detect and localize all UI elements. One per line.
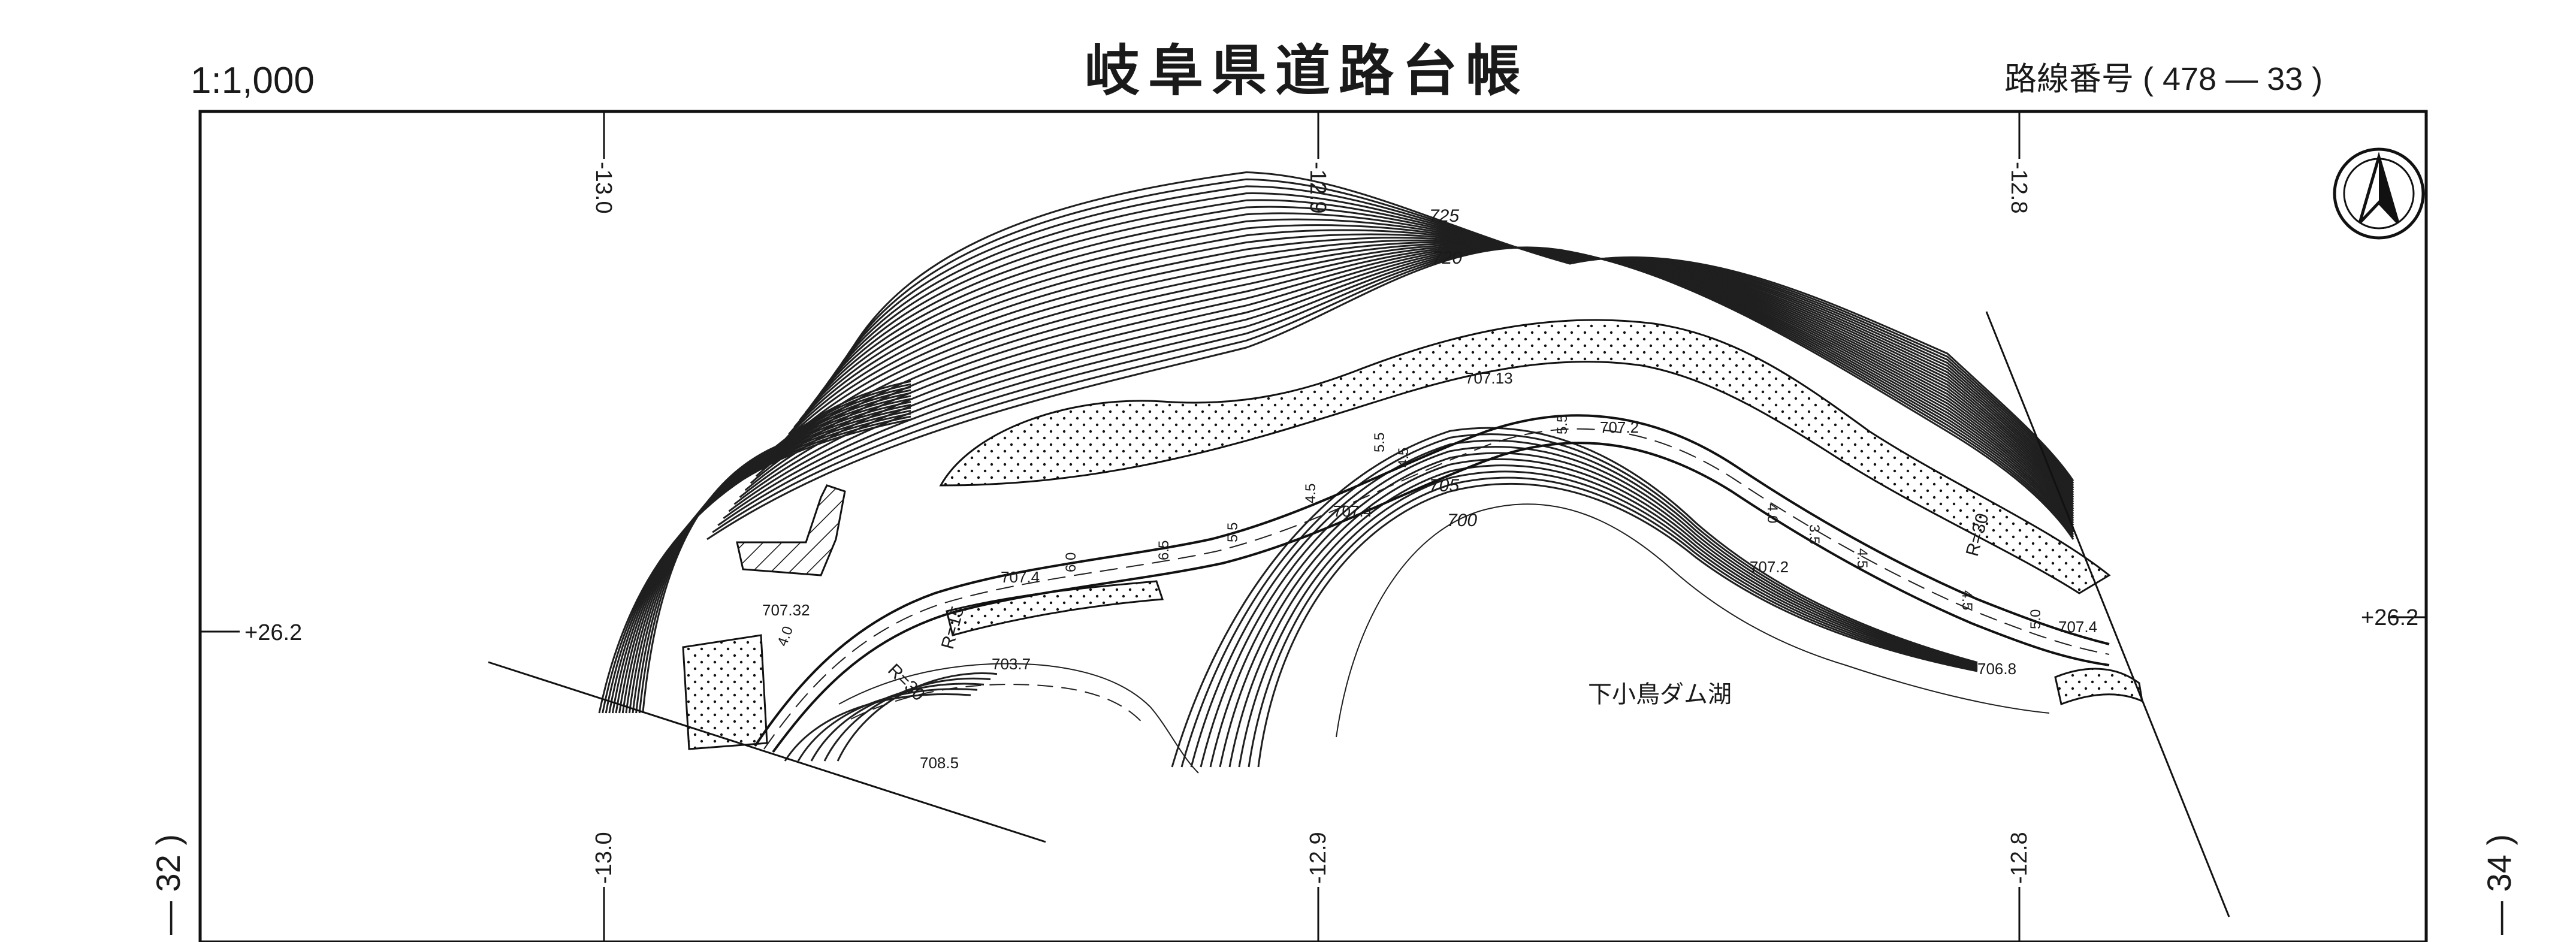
contour-line: [1180, 433, 1978, 768]
contour-line: [842, 171, 2074, 482]
width-label: 3.5: [1806, 524, 1822, 544]
grid-label-bottom-3: -12.8: [2007, 832, 2032, 884]
spot-height: 707.13: [1465, 369, 1513, 387]
contour-line: [1171, 427, 1978, 768]
boundary-line-left: [488, 661, 1046, 843]
adjacent-sheet-left: — 32 ): [149, 834, 187, 935]
slope-area-right: [2054, 668, 2143, 706]
contour-line: [1190, 439, 1978, 768]
contour-line: [1228, 464, 1978, 768]
contour-line: [632, 389, 911, 714]
width-label: 6.5: [1156, 541, 1172, 560]
width-label: 5.5: [1554, 415, 1571, 434]
slope-area-upper: [939, 319, 2111, 594]
spot-height: 707.2: [1750, 558, 1789, 576]
contour-line: [1248, 476, 1978, 768]
route-number-label: 路線番号 ( 478 — 33 ): [2004, 61, 2323, 97]
boundary-line-right: [1985, 311, 2230, 917]
width-label: 4.5: [1854, 548, 1870, 568]
width-label: 4.5: [1303, 484, 1319, 503]
spot-height: 706.8: [1977, 660, 2016, 678]
spot-height: 707.32: [762, 601, 810, 619]
contour-line: [1238, 470, 1978, 768]
contour-line: [836, 672, 998, 762]
sheet-title: 岐阜県道路台帳: [1085, 41, 1529, 102]
contour-label: 720: [1432, 248, 1462, 268]
spot-height: 708.5: [920, 754, 959, 772]
width-label: 5.5: [1225, 523, 1241, 542]
width-label: 6.0: [1063, 552, 1079, 572]
north-arrow-icon: [2333, 147, 2425, 240]
slope-area-left: [682, 634, 768, 750]
contour-label: 705: [1429, 476, 1459, 496]
grid-label-bottom-1: -13.0: [591, 832, 617, 884]
width-label: 4.5: [1396, 448, 1412, 467]
contour-lines: [598, 171, 2074, 768]
width-label: 5.5: [1372, 433, 1388, 452]
road-alignment: [754, 414, 2110, 774]
grid-label-top-3: -12.8: [2006, 162, 2031, 214]
contour-line: [628, 392, 911, 714]
contour-line: [784, 693, 971, 762]
spot-height: 707.4: [2058, 618, 2097, 636]
spot-height: 707.4: [1001, 568, 1040, 586]
scale-label: 1:1,000: [191, 60, 315, 101]
width-label: 4.0: [774, 624, 796, 648]
contour-line: [1200, 446, 1978, 768]
contour-label: 725: [1429, 206, 1459, 226]
contour-line: [1209, 452, 1978, 768]
grid-label-bottom-2: -12.9: [1306, 832, 1331, 884]
lake-name: 下小鳥ダム湖: [1588, 681, 1732, 708]
contour-line: [810, 683, 985, 762]
spot-height: 707.4: [1333, 502, 1372, 520]
grid-label-right: +26.2: [2361, 605, 2418, 630]
grid-label-top-1: -13.0: [591, 162, 616, 214]
contour-line: [635, 386, 911, 714]
width-label: 5.0: [2028, 609, 2044, 629]
contour-line: [823, 677, 991, 762]
spot-height: 703.7: [992, 655, 1031, 673]
width-label: 4.5: [1959, 590, 1975, 610]
contour-label: 700: [1447, 511, 1477, 530]
slope-area-road-edge: [946, 580, 1164, 636]
spot-height: 707.2: [1600, 418, 1639, 436]
contour-line: [642, 380, 911, 714]
grid-ticks: [200, 111, 2426, 942]
structure-hatched: [736, 484, 846, 576]
lake-shoreline: [1336, 503, 2050, 738]
width-label: 4.0: [1764, 503, 1780, 523]
grid-label-left: +26.2: [244, 620, 302, 645]
adjacent-sheet-right: — 34 ): [2480, 834, 2518, 935]
contour-line: [1257, 482, 1978, 768]
contour-line: [638, 383, 911, 714]
contour-line: [1219, 458, 1978, 768]
map-frame: [198, 110, 2428, 942]
